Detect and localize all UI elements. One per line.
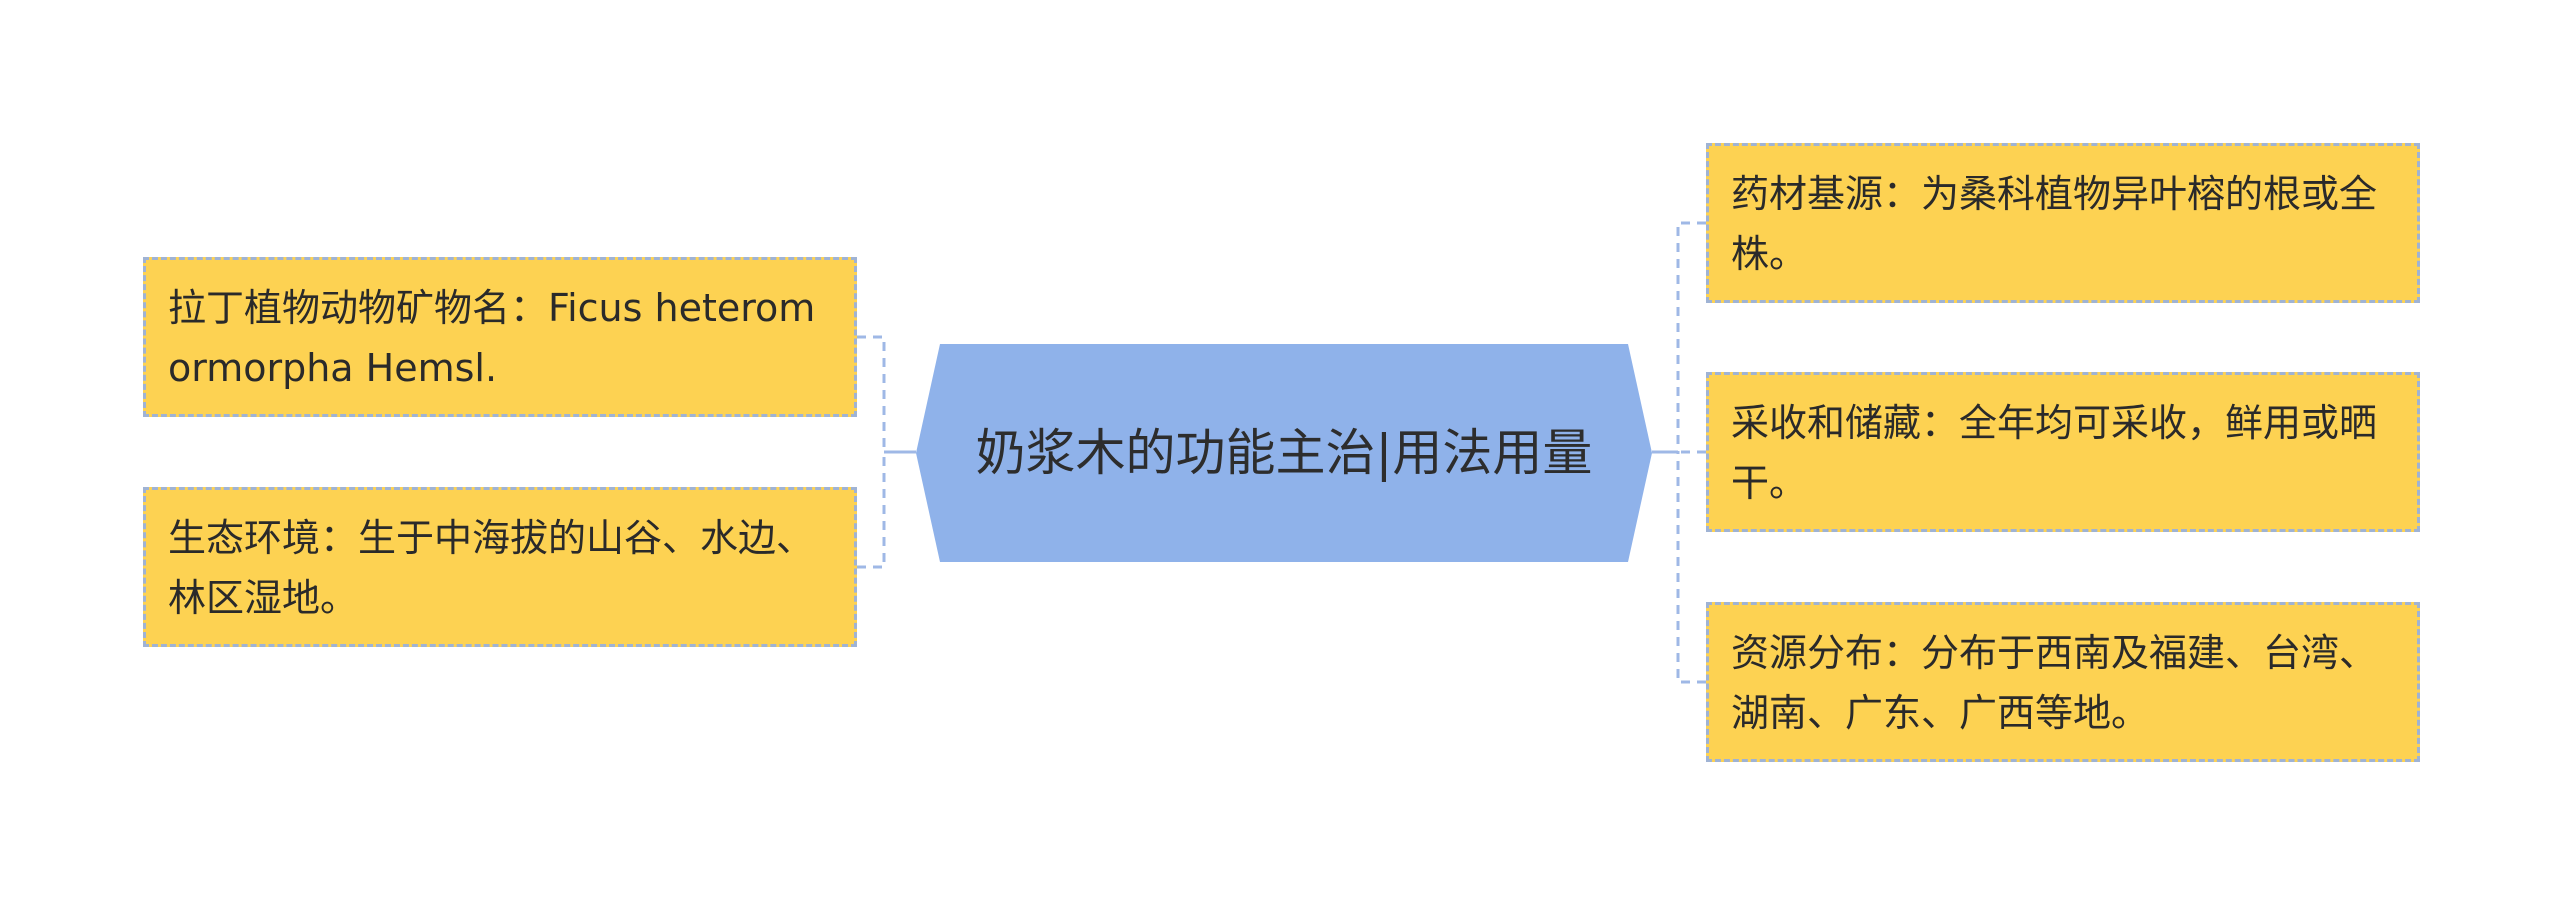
branch-distribution-text: 资源分布：分布于西南及福建、台湾、湖南、广东、广西等地。 — [1731, 631, 2378, 735]
connector-left-1 — [857, 335, 886, 452]
connector-right-1 — [1676, 221, 1706, 452]
branch-latin-name[interactable]: 拉丁植物动物矿物名：Ficus heteromormorpha Hemsl. — [143, 257, 857, 417]
branch-habitat[interactable]: 生态环境：生于中海拔的山谷、水边、林区湿地。 — [143, 487, 857, 647]
branch-distribution[interactable]: 资源分布：分布于西南及福建、台湾、湖南、广东、广西等地。 — [1706, 602, 2420, 762]
central-topic-title: 奶浆木的功能主治|用法用量 — [975, 424, 1593, 482]
branch-harvest-storage[interactable]: 采收和储藏：全年均可采收，鲜用或晒干。 — [1706, 372, 2420, 532]
branch-harvest-storage-text: 采收和储藏：全年均可采收，鲜用或晒干。 — [1731, 401, 2378, 505]
branch-source[interactable]: 药材基源：为桑科植物异叶榕的根或全株。 — [1706, 143, 2420, 303]
branch-source-text: 药材基源：为桑科植物异叶榕的根或全株。 — [1731, 172, 2378, 276]
connector-left-2 — [857, 452, 886, 569]
connector-right-3 — [1676, 452, 1706, 684]
branch-latin-name-text: 拉丁植物动物矿物名：Ficus heteromormorpha Hemsl. — [168, 286, 816, 390]
branch-habitat-text: 生态环境：生于中海拔的山谷、水边、林区湿地。 — [168, 516, 815, 620]
central-topic-shape — [916, 344, 1652, 562]
central-topic[interactable]: 奶浆木的功能主治|用法用量 — [916, 344, 1652, 562]
